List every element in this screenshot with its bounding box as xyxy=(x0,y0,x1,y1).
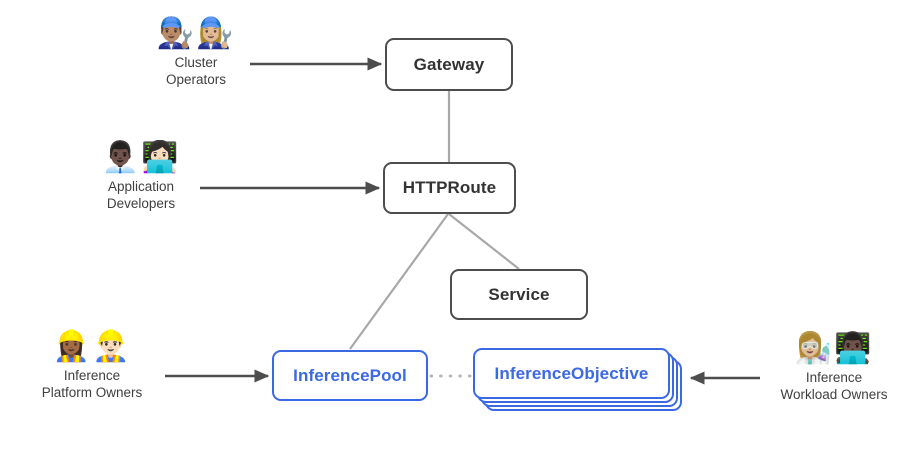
inference-platform-owners-icons: 👷🏾‍♀️👷🏻‍♂️ xyxy=(52,329,132,364)
edge-httproute-service xyxy=(448,213,520,270)
cluster-operators-label: Cluster Operators xyxy=(165,54,227,88)
edge-httproute-inferencepool xyxy=(349,213,449,350)
inference-workload-owners-icons: 👩🏼‍🔬👨🏿‍💻 xyxy=(794,331,874,366)
actor-inference-workload-owners[interactable]: 👩🏼‍🔬👨🏿‍💻 Inference Workload Owners xyxy=(766,333,902,404)
node-inferenceobjective-label: InferenceObjective xyxy=(494,363,649,383)
cluster-operators-icons: 👨🏽‍🔧👩🏼‍🔧 xyxy=(156,16,236,51)
actor-inference-platform-owners[interactable]: 👷🏾‍♀️👷🏻‍♂️ Inference Platform Owners xyxy=(21,331,163,402)
node-httproute-label: HTTPRoute xyxy=(402,178,497,197)
application-developers-label: Application Developers xyxy=(106,178,176,212)
actor-cluster-operators[interactable]: 👨🏽‍🔧👩🏼‍🔧 Cluster Operators xyxy=(138,18,254,89)
node-service[interactable]: Service xyxy=(450,269,588,320)
application-developers-icons: 👨🏿‍💼👩🏻‍💻 xyxy=(101,140,181,175)
actor-application-developers[interactable]: 👨🏿‍💼👩🏻‍💻 Application Developers xyxy=(82,142,200,213)
node-gateway-label: Gateway xyxy=(413,54,485,74)
node-httproute[interactable]: HTTPRoute xyxy=(383,162,516,214)
inference-platform-owners-label: Inference Platform Owners xyxy=(41,367,143,401)
node-inferenceobjective[interactable]: InferenceObjective xyxy=(473,348,670,399)
node-inferencepool[interactable]: InferencePool xyxy=(272,350,428,401)
inference-workload-owners-label: Inference Workload Owners xyxy=(780,369,888,403)
node-inferencepool-label: InferencePool xyxy=(293,365,407,385)
node-service-label: Service xyxy=(488,284,550,304)
node-gateway[interactable]: Gateway xyxy=(385,38,513,91)
